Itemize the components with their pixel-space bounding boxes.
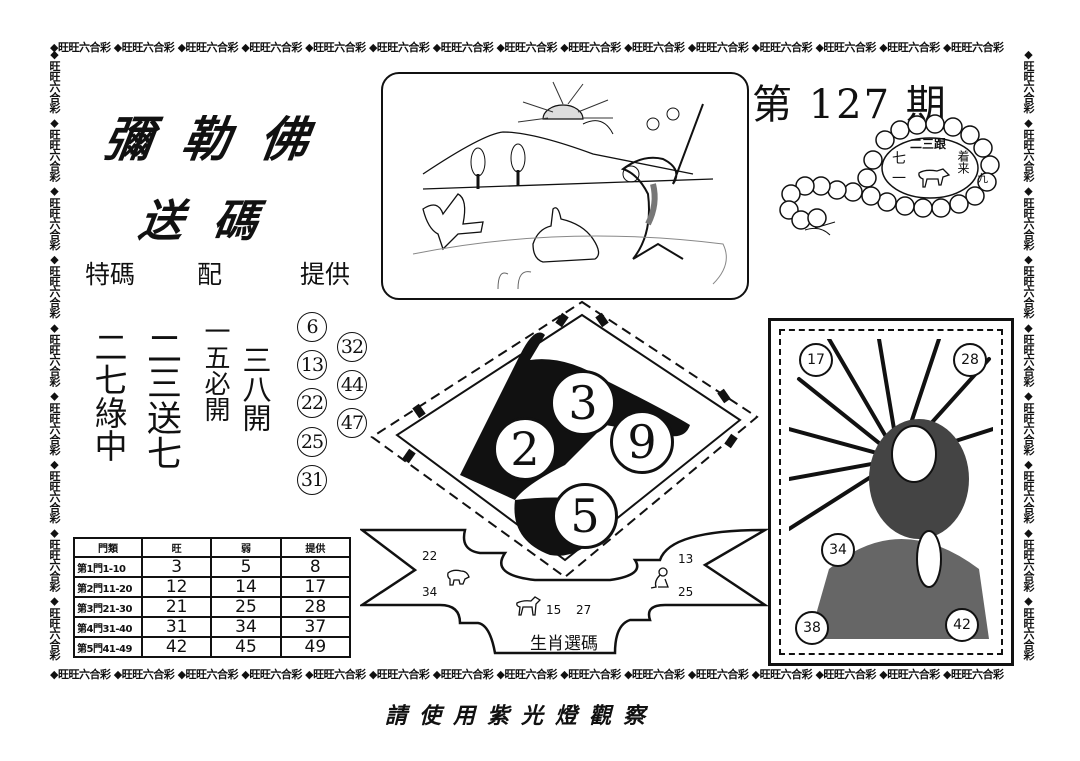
zodiac-number: 25 (678, 585, 694, 599)
table-cell: 3 (140, 556, 213, 578)
gate-table: 門類 旺 弱 提供 第1門1-10 3 5 8 第2門11-20 12 14 1… (73, 537, 352, 658)
beads-text-left-top: 七 (892, 151, 906, 167)
table-cell: 28 (279, 596, 352, 618)
circled-number: 47 (337, 408, 367, 438)
circled-number: 13 (297, 350, 327, 380)
subtitle-match: 配 (197, 260, 223, 289)
table-cell: 14 (210, 576, 282, 598)
buddha-image-icon (789, 339, 993, 639)
circled-number: 25 (297, 427, 327, 457)
table-row: 第1門1-10 3 5 8 (73, 556, 352, 578)
circled-number: 44 (337, 370, 367, 400)
table-row: 第3門21-30 21 25 28 (73, 596, 352, 618)
buddha-number: 34 (821, 533, 855, 567)
border-bottom: ◆旺旺六合彩 ◆旺旺六合彩 ◆旺旺六合彩 ◆旺旺六合彩 ◆旺旺六合彩 ◆旺旺六合… (50, 668, 1004, 681)
row-label: 第4門31-40 (73, 616, 143, 638)
row-label: 第3門21-30 (73, 596, 143, 618)
table-cell: 37 (279, 616, 352, 638)
buddha-number: 28 (953, 343, 987, 377)
title-line1: 彌勒佛 (100, 112, 343, 168)
lucky-diamond: 3 2 9 5 (365, 300, 760, 580)
circled-number: 6 (297, 312, 327, 342)
buddha-panel: 17 28 34 38 42 (768, 318, 1014, 666)
buddha-number: 17 (799, 343, 833, 377)
beads-text-right: 着来 (956, 150, 970, 174)
table-row: 第4門31-40 31 34 37 (73, 616, 352, 638)
table-header: 旺 (140, 537, 213, 558)
hint-column-2: 二三送七 (141, 330, 181, 470)
table-cell: 49 (279, 636, 352, 658)
landscape-drawing-icon (412, 81, 727, 290)
diamond-frame-icon (370, 300, 759, 579)
table-cell: 8 (279, 556, 352, 578)
footer-note: 請使用紫光燈觀察 (385, 703, 658, 729)
table-cell: 45 (210, 636, 282, 658)
banner-frame-icon (357, 528, 770, 655)
table-cell: 25 (210, 596, 282, 618)
table-header-row: 門類 旺 弱 提供 (73, 537, 352, 558)
lucky-ball: 2 (493, 417, 557, 481)
table-header: 門類 (73, 537, 143, 558)
lucky-ball: 5 (552, 483, 618, 549)
circled-number: 32 (337, 332, 367, 362)
buddha-number: 42 (945, 608, 979, 642)
table-header: 提供 (279, 537, 352, 558)
row-label: 第2門11-20 (73, 576, 143, 598)
row-label: 第5門41-49 (73, 636, 143, 658)
table-cell: 34 (210, 616, 282, 638)
beads-text-left-bottom: 一 (892, 171, 906, 187)
table-cell: 31 (140, 616, 213, 638)
table-cell: 42 (140, 636, 213, 658)
circled-number: 31 (297, 465, 327, 495)
buddha-number: 38 (795, 611, 829, 645)
hint-column-3: 一五必開 (200, 318, 230, 422)
beads-text-far-right: 九 (977, 172, 988, 185)
zodiac-number: 27 (576, 603, 592, 617)
monkey-icon (650, 567, 669, 589)
border-right: ◆旺旺六合彩 ◆旺旺六合彩 ◆旺旺六合彩 ◆旺旺六合彩 ◆旺旺六合彩 ◆旺旺六合… (1022, 48, 1035, 660)
title-line2: 送碼 (135, 196, 291, 247)
zodiac-number: 13 (678, 552, 694, 566)
pig-icon (447, 569, 470, 586)
subtitle-special-code: 特碼 (85, 260, 136, 289)
border-top: ◆旺旺六合彩 ◆旺旺六合彩 ◆旺旺六合彩 ◆旺旺六合彩 ◆旺旺六合彩 ◆旺旺六合… (50, 41, 1004, 54)
prayer-beads-badge: 二三跟 着来 七 一 九 (775, 110, 1030, 240)
row-label: 第1門1-10 (73, 556, 143, 578)
zodiac-number: 22 (422, 549, 438, 563)
lucky-ball: 9 (610, 410, 674, 474)
issue-prefix: 第 (752, 82, 794, 128)
table-cell: 17 (279, 576, 352, 598)
zodiac-number: 15 (546, 603, 562, 617)
prayer-beads-icon (779, 114, 1000, 236)
table-header: 弱 (210, 537, 282, 558)
issue-value: 127 (808, 82, 892, 128)
table-cell: 5 (210, 556, 282, 578)
hint-column-4: 三八開 (238, 345, 272, 432)
hint-column-1: 二七綠中 (89, 330, 128, 462)
table-row: 第2門11-20 12 14 17 (73, 576, 352, 598)
ox-icon (918, 168, 951, 188)
horse-icon (516, 596, 541, 616)
subtitle-provided: 提供 (300, 260, 351, 289)
zodiac-banner: 22 34 15 27 13 25 生肖選碼 (357, 525, 770, 665)
buddha-panel-inner-border (779, 329, 1003, 655)
landscape-illustration (381, 72, 749, 300)
border-left: ◆旺旺六合彩 ◆旺旺六合彩 ◆旺旺六合彩 ◆旺旺六合彩 ◆旺旺六合彩 ◆旺旺六合… (48, 48, 61, 660)
beads-text-top: 二三跟 (910, 137, 947, 151)
table-cell: 12 (140, 576, 213, 598)
zodiac-banner-label: 生肖選碼 (530, 634, 598, 654)
table-cell: 21 (140, 596, 213, 618)
lucky-ball: 3 (550, 370, 616, 436)
zodiac-number: 34 (422, 585, 438, 599)
circled-number: 22 (297, 388, 327, 418)
table-row: 第5門41-49 42 45 49 (73, 636, 352, 658)
